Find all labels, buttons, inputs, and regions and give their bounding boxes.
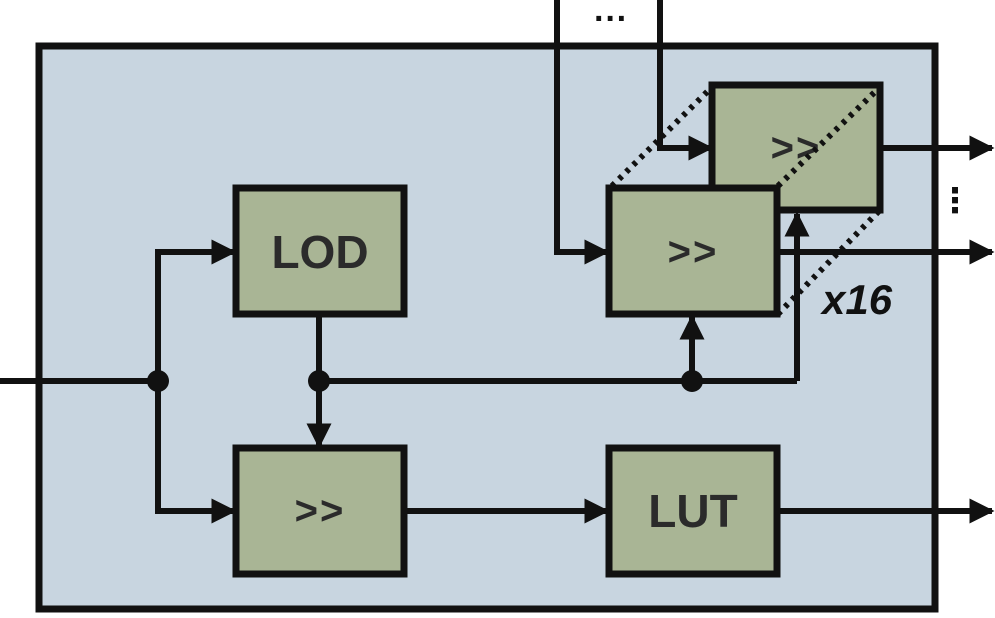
top-input-to-front-shifter [554,0,610,265]
stack-outline-bottom-right [775,207,883,317]
shifter-stack-back-block [708,81,884,214]
stack-outline-top-left [609,84,715,189]
shifter-stack-front-label: >> [668,230,719,274]
junction-dot-input [147,370,169,392]
top-input-to-back-shifter [657,0,714,161]
multiplier-label: x16 [820,276,893,323]
input-branch-to-shifter [155,381,237,524]
lod-label: LOD [271,226,368,278]
junction-dot-lod [308,370,330,392]
shifter-stack-front-block [605,184,781,318]
stack-outline-top-right [775,84,883,189]
junction-dot-bus [681,370,703,392]
top-ellipsis: ··· [594,0,628,38]
shifter-main-label: >> [295,489,346,533]
lut-label: LUT [648,485,737,537]
shifter-stack-back-label: >> [771,126,822,170]
input-branch-to-lod [155,239,237,381]
right-ellipsis: ⋮ [938,182,972,220]
lod-block [232,184,408,318]
